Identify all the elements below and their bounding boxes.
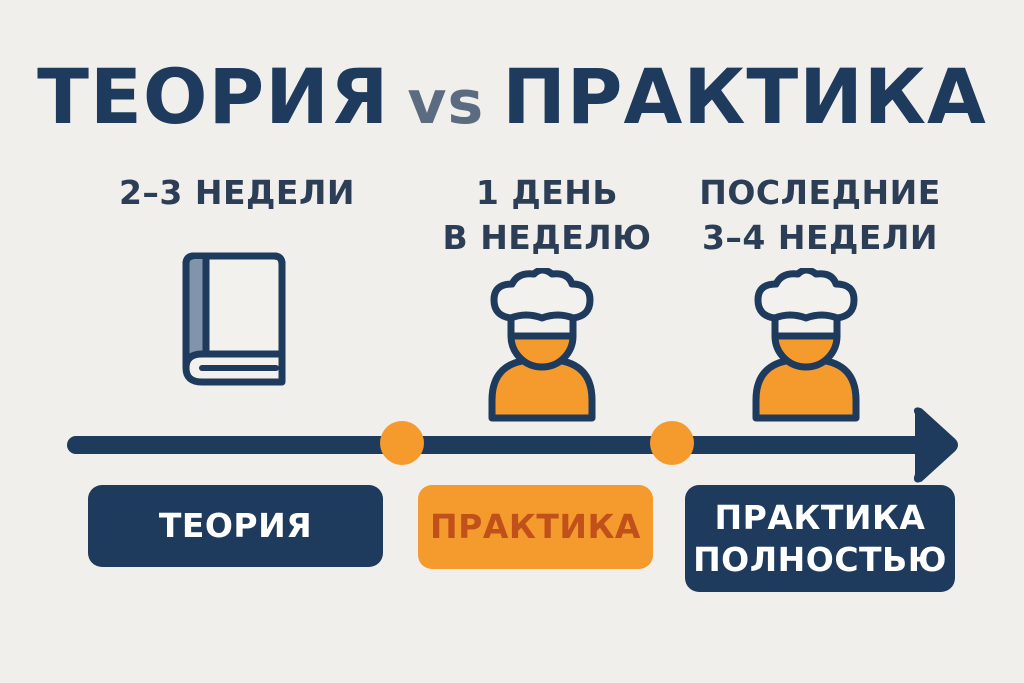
title-theory: ТЕОРИЯ xyxy=(37,52,390,141)
timeline-milestone-dot xyxy=(650,421,694,465)
stage-box-label: ПРАКТИКА xyxy=(714,497,926,537)
stage-box-practice: ПРАКТИКА xyxy=(418,485,653,569)
chef-icon xyxy=(750,268,862,424)
title-practice: ПРАКТИКА xyxy=(502,52,987,141)
duration-line: 1 ДЕНЬ xyxy=(475,173,619,212)
title-vs: vs xyxy=(407,68,485,138)
stage-box-full-practice: ПРАКТИКА ПОЛНОСТЬЮ xyxy=(685,485,955,592)
stage-box-label: ПОЛНОСТЬЮ xyxy=(693,539,947,579)
stage-box-label: ТЕОРИЯ xyxy=(158,506,313,545)
stage-3-duration: ПОСЛЕДНИЕ 3–4 НЕДЕЛИ xyxy=(690,170,950,260)
stage-1-duration: 2–3 НЕДЕЛИ xyxy=(107,170,367,215)
duration-line: 3–4 НЕДЕЛИ xyxy=(701,218,939,257)
timeline-milestone-dot xyxy=(380,421,424,465)
duration-line: 2–3 НЕДЕЛИ xyxy=(118,173,356,212)
book-icon xyxy=(172,250,288,388)
stage-box-theory: ТЕОРИЯ xyxy=(88,485,383,567)
duration-line: ПОСЛЕДНИЕ xyxy=(699,173,941,212)
stage-box-label: ПРАКТИКА xyxy=(430,507,641,546)
timeline-arrow xyxy=(60,405,970,485)
chef-icon xyxy=(486,268,598,424)
stage-2-duration: 1 ДЕНЬ В НЕДЕЛЮ xyxy=(427,170,667,260)
duration-line: В НЕДЕЛЮ xyxy=(442,218,652,257)
